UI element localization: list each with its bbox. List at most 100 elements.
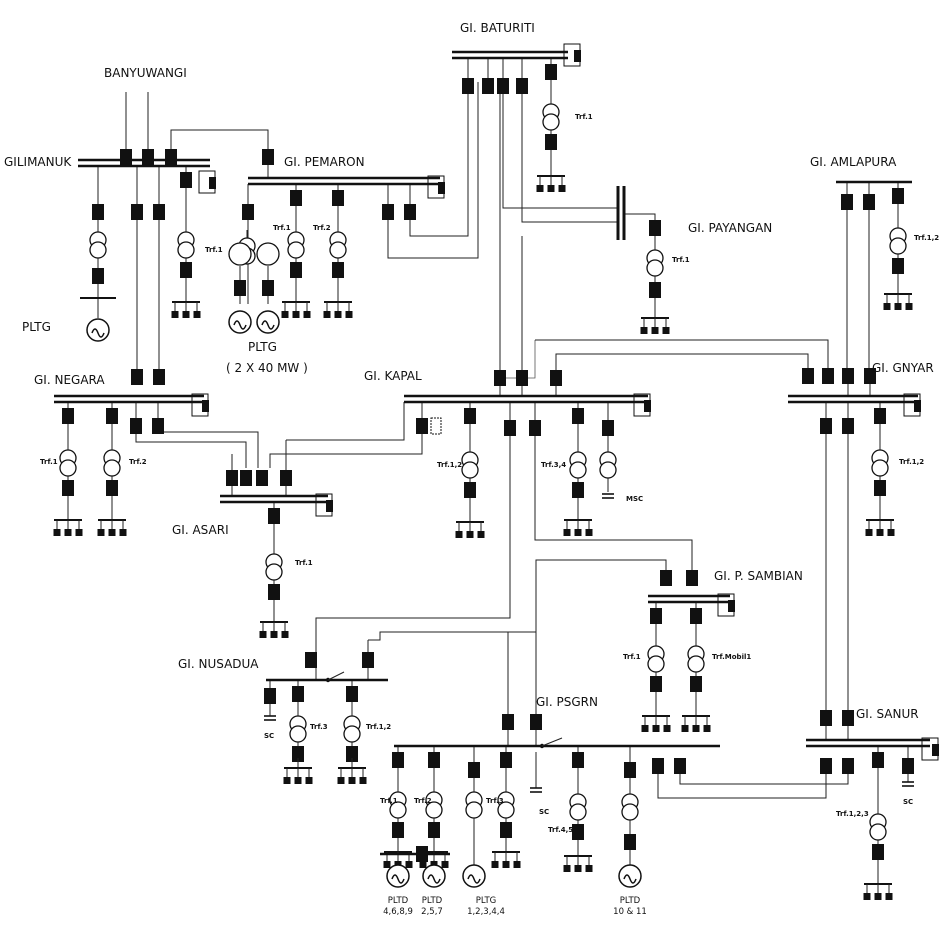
breaker (624, 762, 636, 778)
breaker (404, 204, 416, 220)
feeder-breaker (283, 777, 291, 784)
transformer-label-gnyar: Trf.1,2 (899, 458, 924, 466)
breaker (268, 584, 280, 600)
coupler-breaker (202, 400, 209, 412)
substation-label-baturiti: GI. BATURITI (460, 21, 535, 35)
line (269, 402, 423, 468)
trf-winding-2 (265, 563, 283, 581)
breaker (602, 420, 614, 436)
gen-circle (386, 864, 410, 888)
transformer-icon (265, 546, 283, 581)
feeder-breaker (703, 725, 711, 732)
feeder-breaker (171, 311, 179, 318)
gen-wave (91, 328, 105, 338)
gen-circle (618, 864, 642, 888)
feeder-breaker (303, 311, 311, 318)
feeder-breaker (270, 631, 278, 638)
feeder-breaker (905, 303, 913, 310)
trf-winding-2 (869, 823, 887, 841)
coupler-breaker (728, 600, 735, 612)
line (624, 213, 656, 312)
trf-winding-2 (889, 237, 907, 255)
breaker (572, 752, 584, 768)
breaker (62, 408, 74, 424)
transformer-label-baturiti: Trf.1 (575, 113, 593, 121)
gen-wave (467, 874, 481, 884)
trf-winding-2 (871, 459, 889, 477)
feeder-breaker (513, 861, 521, 868)
capacitor-label-sanur: SC (903, 798, 913, 806)
load-feeder (863, 874, 893, 900)
transformer-label-negara-2: Trf.2 (129, 458, 147, 466)
breaker (152, 418, 164, 434)
transformer-icon (89, 224, 107, 259)
three-winding-transformer (256, 242, 280, 266)
breaker (180, 172, 192, 188)
breaker (650, 676, 662, 692)
breaker (153, 369, 165, 385)
feeder-breaker (641, 725, 649, 732)
breaker (690, 676, 702, 692)
gen-wave (261, 320, 275, 330)
transformer-icon (177, 224, 195, 259)
coupler-breaker (438, 182, 445, 194)
line (409, 82, 469, 237)
substation-label-kapal: GI. KAPAL (364, 369, 422, 383)
breaker (892, 258, 904, 274)
bus-coupler (315, 493, 333, 517)
breaker (142, 149, 154, 165)
switch-blade (327, 671, 345, 681)
breaker (428, 822, 440, 838)
load-feeder (641, 706, 671, 732)
gen-circle (462, 864, 486, 888)
feeder-breaker (193, 311, 201, 318)
transformer-label-psgrn-45: Trf.4,5 (548, 826, 573, 834)
feeder-breaker (345, 311, 353, 318)
generator-label-pltd-a: PLTD (388, 896, 409, 906)
load-feeder (281, 292, 311, 318)
feeder-breaker (466, 531, 474, 538)
substation-label-gnyar: GI. GNYAR (872, 361, 934, 375)
feeder-breaker (883, 303, 891, 310)
load-feeder (563, 510, 593, 536)
feeder-breaker (97, 529, 105, 536)
transformer-icon (461, 444, 479, 479)
line (387, 82, 479, 259)
breaker (464, 482, 476, 498)
gen-wave (233, 320, 247, 330)
disconnect-switch (325, 671, 345, 683)
feeder-breaker (75, 529, 83, 536)
feeder-breaker (585, 865, 593, 872)
breaker (346, 686, 358, 702)
trf-winding-2 (569, 803, 587, 821)
breaker (165, 149, 177, 165)
breaker (529, 420, 541, 436)
generator-capacity-pemaron: ( 2 X 40 MW ) (226, 361, 308, 375)
trf-winding-2 (599, 461, 617, 479)
transformer-icon (289, 708, 307, 743)
breaker (864, 368, 876, 384)
line (555, 353, 809, 396)
feeder-breaker (865, 529, 873, 536)
breaker (841, 194, 853, 210)
generator-icon (462, 864, 486, 888)
feeder-breaker (663, 725, 671, 732)
breaker (256, 470, 268, 486)
substation-label-payangan: GI. PAYANGAN (688, 221, 772, 235)
generator-icon (618, 864, 642, 888)
breaker (572, 824, 584, 840)
breaker (131, 369, 143, 385)
bus-coupler (191, 393, 209, 417)
transformer-icon (599, 444, 617, 479)
breaker (262, 280, 274, 296)
line (521, 82, 618, 223)
breaker (497, 78, 509, 94)
line (135, 402, 247, 468)
coupler-breaker (574, 50, 581, 62)
transformer-icon (889, 220, 907, 255)
breaker (902, 758, 914, 774)
feeder-breaker (681, 725, 689, 732)
generator-icon (86, 318, 110, 342)
breaker (660, 570, 672, 586)
breaker (500, 752, 512, 768)
